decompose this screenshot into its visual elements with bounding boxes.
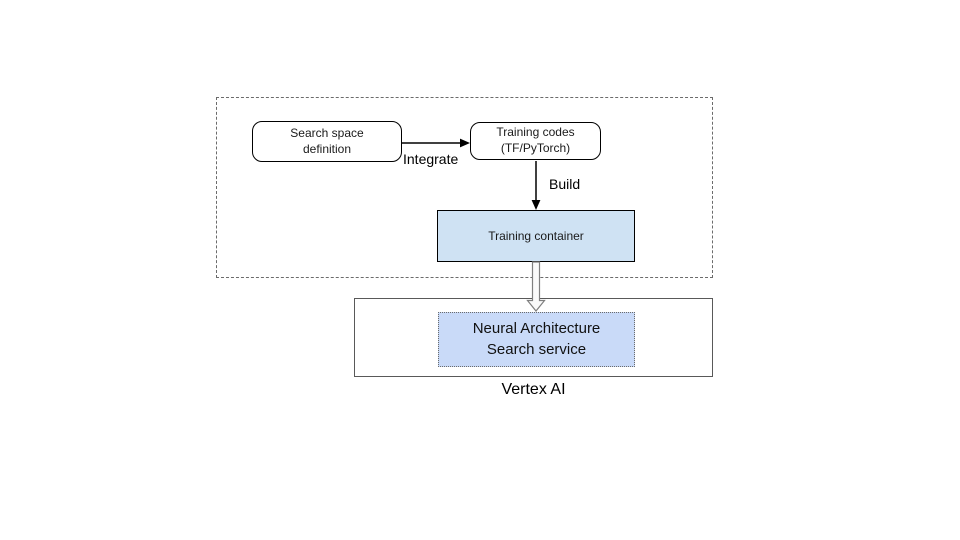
node-nas-service: Neural Architecture Search service: [438, 312, 635, 367]
node-search-space-definition: Search space definition: [252, 121, 402, 162]
node-search-space-label-line2: definition: [302, 141, 352, 156]
edge-label-build: Build: [549, 176, 581, 192]
node-training-container: Training container: [437, 210, 635, 262]
node-nas-service-label-line1: Neural Architecture: [472, 320, 601, 338]
dashed-group-box: [216, 97, 713, 278]
node-nas-service-label-line2: Search service: [486, 340, 587, 358]
node-search-space-label-line1: Search space: [290, 125, 364, 140]
edge-label-integrate: Integrate: [403, 151, 459, 167]
node-training-codes-label-line2: (TF/PyTorch): [500, 141, 571, 155]
node-training-codes: Training codes (TF/PyTorch): [470, 122, 601, 160]
node-training-container-label: Training container: [488, 229, 584, 243]
vertex-ai-label: Vertex AI: [501, 381, 566, 398]
node-training-codes-label-line1: Training codes: [496, 125, 575, 140]
